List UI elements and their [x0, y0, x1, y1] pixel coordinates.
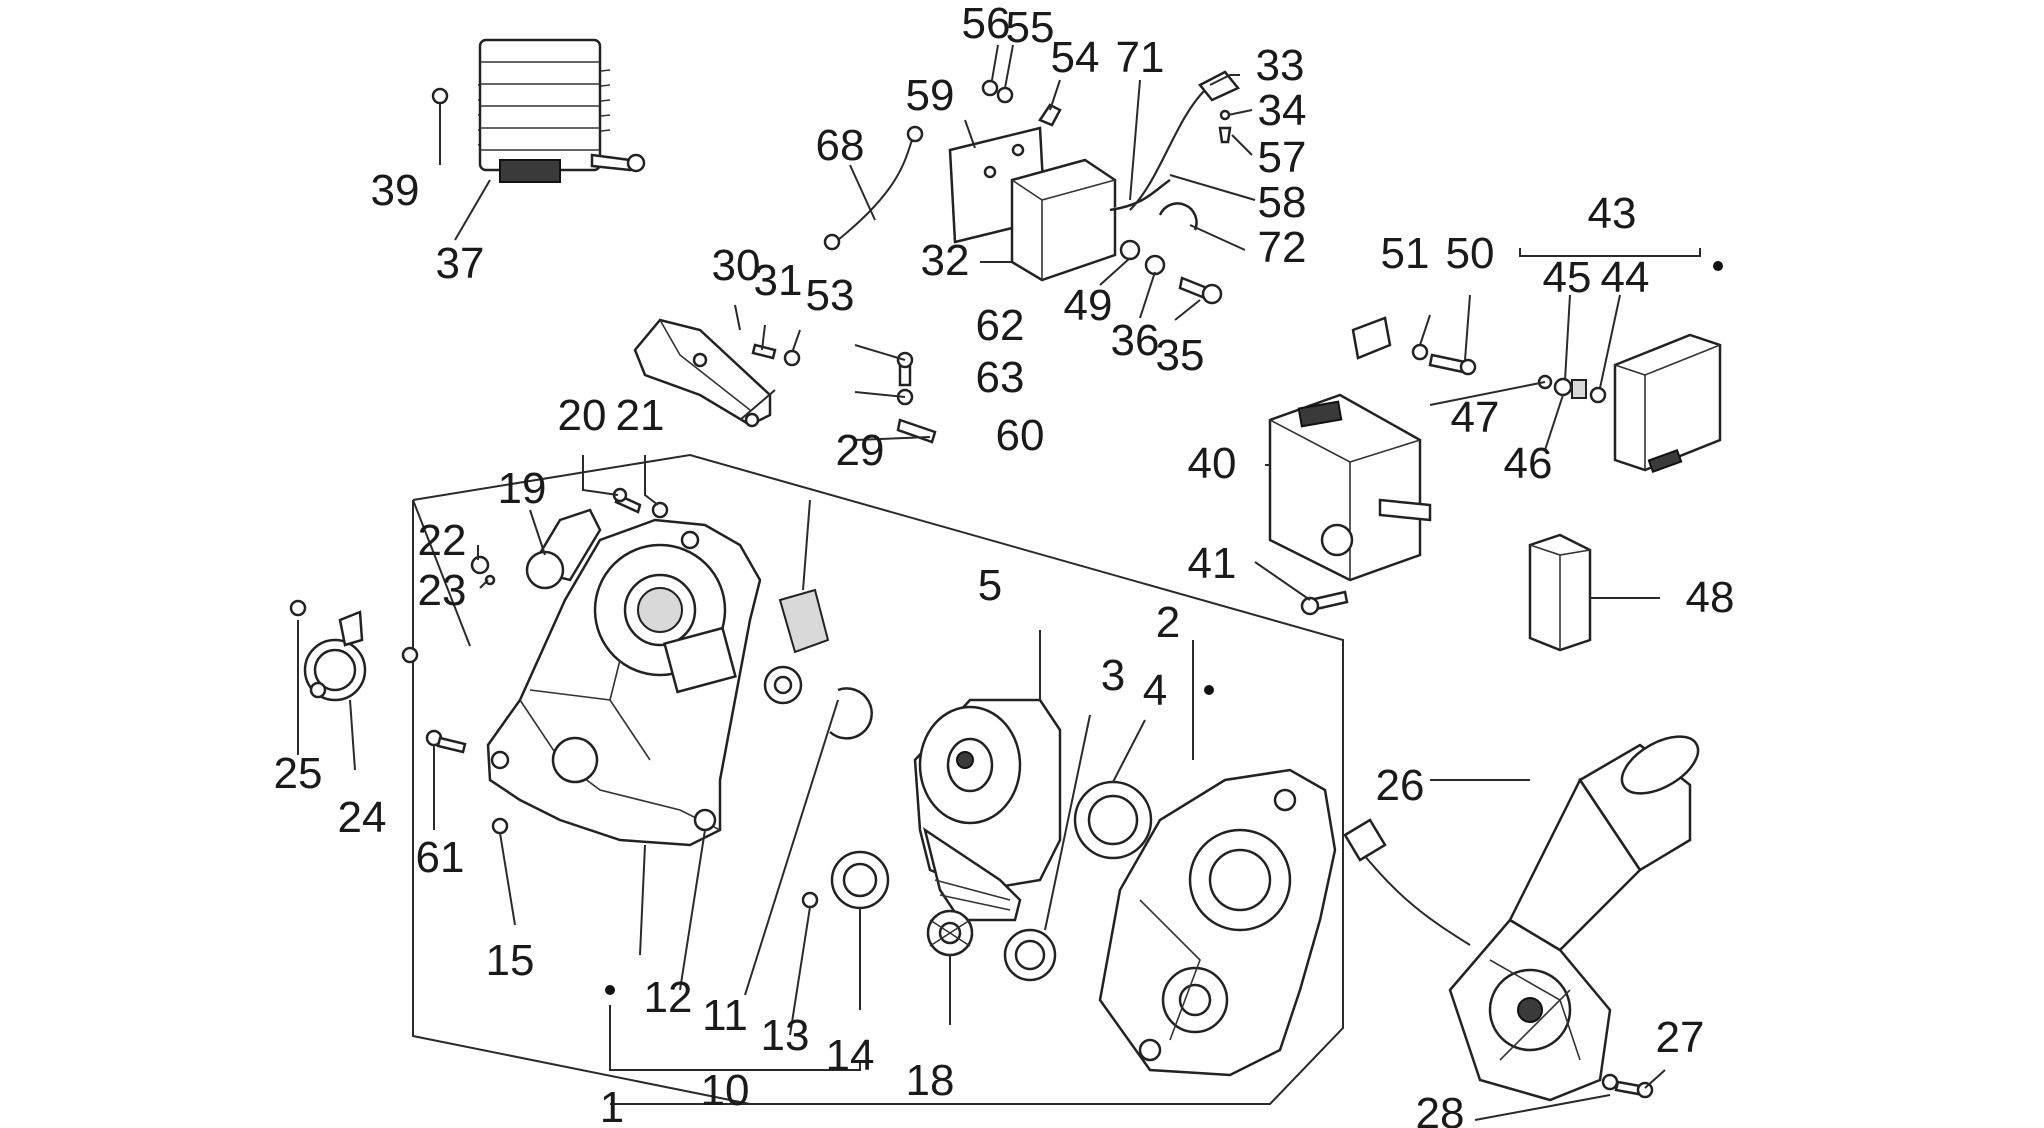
label-14: 14 — [826, 1031, 875, 1080]
label-5: 5 — [978, 561, 1002, 610]
control-unit-part-40 — [1268, 393, 1432, 616]
label-3: 3 — [1101, 651, 1125, 700]
relay-part-43 — [1613, 333, 1722, 474]
label-43: 43 — [1588, 189, 1637, 238]
label-53: 53 — [806, 271, 855, 320]
label-55: 55 — [1006, 3, 1055, 52]
label-1: 1 — [600, 1083, 624, 1128]
fasteners-20-21 — [612, 487, 669, 519]
label-24: 24 — [338, 793, 387, 842]
label-57: 57 — [1258, 133, 1307, 182]
fasteners-47-46-45-44 — [1537, 374, 1607, 404]
label-18: 18 — [906, 1056, 955, 1105]
gear-assembly-part-5 — [913, 698, 1062, 922]
label-35: 35 — [1156, 331, 1205, 380]
label-25: 25 — [274, 749, 323, 798]
label-12: 12 — [644, 973, 693, 1022]
label-50: 50 — [1446, 229, 1495, 278]
bearing-part-4 — [1073, 780, 1153, 860]
label-49: 49 — [1064, 281, 1113, 330]
label-59: 59 — [906, 71, 955, 120]
label-4: 4 — [1143, 666, 1167, 715]
label-62: 62 — [976, 301, 1025, 350]
label-20: 20 — [558, 391, 607, 440]
starter-motor-part-26 — [1343, 735, 1700, 1102]
right-crankcase-cover-part-2 — [1098, 768, 1337, 1077]
label-39: 39 — [371, 166, 420, 215]
pinion-part-18 — [926, 909, 974, 957]
label-30: 30 — [712, 241, 761, 290]
label-60: 60 — [996, 411, 1045, 460]
voltage-regulator-part-37 — [431, 38, 646, 183]
label-33: 33 — [1256, 41, 1305, 90]
leader-lines — [297, 44, 1701, 1121]
label-46: 46 — [1504, 439, 1553, 488]
gasket-part-24 — [289, 599, 419, 702]
fasteners-51-50 — [1351, 316, 1477, 376]
label-28: 28 — [1416, 1089, 1465, 1128]
part-number-labels: 39 37 68 59 56 55 54 71 33 34 57 58 72 3… — [274, 0, 1735, 1128]
label-61: 61 — [416, 833, 465, 882]
label-10: 10 — [701, 1066, 750, 1115]
marker-dots — [605, 261, 1723, 995]
label-40: 40 — [1188, 439, 1237, 488]
label-2: 2 — [1156, 598, 1180, 647]
ignition-coil-part-32 — [1010, 70, 1240, 282]
label-47: 47 — [1451, 393, 1500, 442]
label-23: 23 — [418, 566, 467, 615]
label-31: 31 — [754, 256, 803, 305]
label-51: 51 — [1381, 229, 1430, 278]
label-45: 45 — [1543, 253, 1592, 302]
small-fasteners-top — [981, 79, 1232, 305]
label-48: 48 — [1686, 573, 1735, 622]
label-72: 72 — [1258, 223, 1307, 272]
label-36: 36 — [1111, 316, 1160, 365]
label-44: 44 — [1601, 253, 1650, 302]
label-54: 54 — [1051, 33, 1100, 82]
label-41: 41 — [1188, 539, 1237, 588]
seals-11-12-13-14 — [763, 665, 890, 910]
label-32: 32 — [921, 236, 970, 285]
label-11: 11 — [702, 991, 748, 1040]
rubber-cover-part-48 — [1528, 533, 1592, 652]
ground-cable-part-68 — [823, 125, 924, 251]
magnet-part-29 — [778, 588, 830, 654]
label-26: 26 — [1376, 761, 1425, 810]
label-22: 22 — [418, 516, 467, 565]
label-58: 58 — [1258, 178, 1307, 227]
label-19: 19 — [498, 464, 547, 513]
label-71: 71 — [1116, 33, 1165, 82]
left-crankcase-cover-part-1 — [486, 518, 762, 847]
label-27: 27 — [1656, 1013, 1705, 1062]
label-37: 37 — [436, 239, 485, 288]
label-34: 34 — [1258, 86, 1307, 135]
label-63: 63 — [976, 353, 1025, 402]
label-15: 15 — [486, 936, 535, 985]
assembly-outline-1 — [412, 453, 1344, 1105]
bearing-part-3 — [1003, 928, 1057, 982]
label-68: 68 — [816, 121, 865, 170]
bracket-part-30 — [633, 318, 801, 428]
label-29: 29 — [836, 426, 885, 475]
label-56: 56 — [962, 0, 1011, 48]
label-21: 21 — [616, 391, 665, 440]
label-13: 13 — [761, 1011, 810, 1060]
